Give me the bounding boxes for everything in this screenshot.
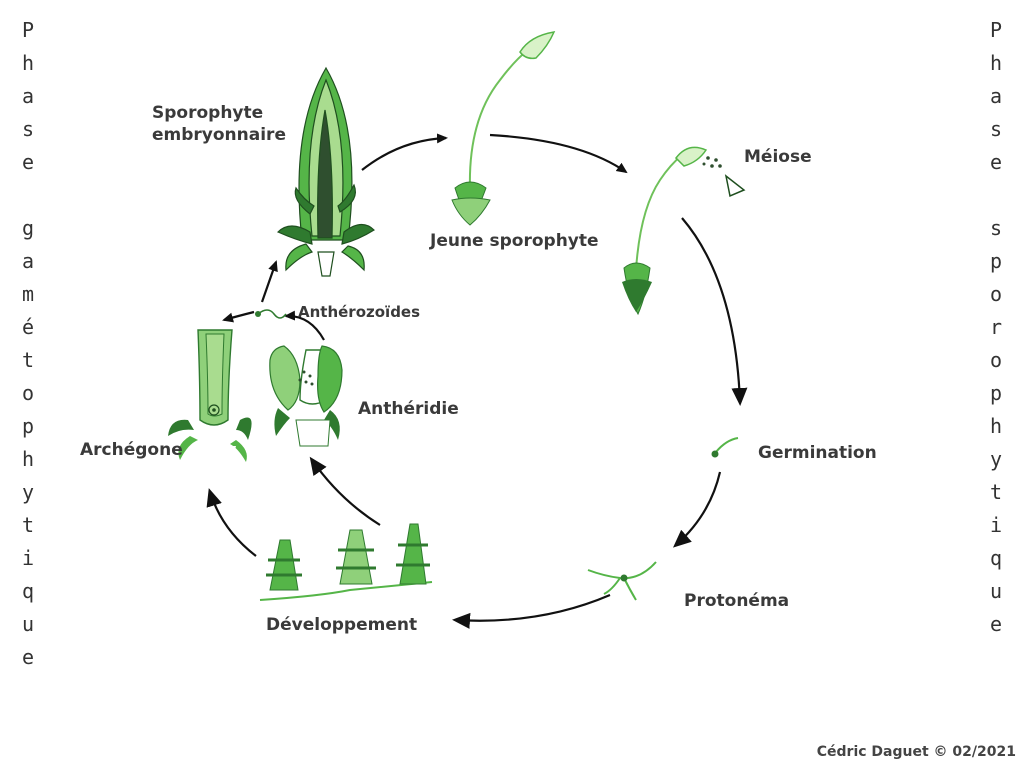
label-meiose: Méiose (744, 147, 812, 167)
vertical-letter: s (22, 117, 35, 141)
vertical-letter: e (990, 150, 1003, 174)
vertical-letter: m (22, 282, 35, 306)
vertical-letter: u (22, 612, 35, 636)
young-sporophyte-drawing (451, 31, 556, 226)
vertical-letter: p (990, 249, 1003, 273)
vertical-letter: t (22, 348, 35, 372)
label-developpement: Développement (266, 615, 418, 635)
label-sporophyte-l1: Sporophyte (152, 103, 264, 123)
protonema-drawing (587, 561, 657, 601)
sperm-dots (298, 370, 314, 386)
embryonic-sporophyte-drawing (276, 66, 375, 277)
vertical-letter: s (990, 117, 1003, 141)
label-protonema: Protonéma (684, 591, 790, 611)
vertical-letter: h (22, 51, 35, 75)
vertical-letter: o (22, 381, 35, 405)
spores-dots (702, 156, 722, 168)
arrow-germination-to-protonema (673, 471, 722, 548)
vertical-letter: P (990, 18, 1003, 42)
vertical-letter: r (990, 315, 1003, 339)
vertical-letter: i (22, 546, 35, 570)
vertical-letter: g (22, 216, 35, 240)
vertical-letter: e (22, 645, 35, 669)
label-sporophyte-embryonnaire: Sporophyte embryonnaire (152, 102, 286, 146)
arrow-protonema-to-development (452, 593, 611, 629)
label-germination: Germination (758, 443, 877, 463)
gametophore-3 (396, 523, 430, 585)
antheridium-drawing (269, 345, 343, 447)
gametophore-2 (336, 529, 376, 585)
vertical-letter: a (990, 84, 1003, 108)
vertical-letter: o (990, 282, 1003, 306)
archegonium-drawing (168, 329, 252, 462)
vertical-letter: y (990, 447, 1003, 471)
arrow-development-to-antheridie (309, 456, 381, 526)
vertical-letter: p (990, 381, 1003, 405)
cycle-arrows (206, 133, 748, 629)
vertical-letter: t (990, 480, 1003, 504)
vertical-letter: é (22, 315, 35, 339)
arrow-young-to-meiosis (489, 133, 628, 174)
vertical-letter: y (22, 480, 35, 504)
vertical-letter: h (990, 414, 1003, 438)
label-archegone: Archégone (80, 440, 183, 460)
vertical-letter: a (22, 84, 35, 108)
development-drawing (259, 523, 433, 601)
label-jeune-sporophyte: Jeune sporophyte (430, 231, 599, 251)
arrow-development-to-archegone (206, 488, 257, 557)
antherozoid-drawing (255, 309, 287, 319)
label-sporophyte-l2: embryonnaire (152, 125, 286, 145)
vertical-letter: h (990, 51, 1003, 75)
meiosis-sporophyte-drawing (622, 146, 746, 316)
arrow-antherozoides-to-archegone (222, 310, 255, 323)
arrow-antheridie-to-antherozoides (284, 310, 325, 341)
vertical-letter: a (22, 249, 35, 273)
vertical-letter: e (990, 612, 1003, 636)
label-antheridie: Anthéridie (358, 399, 459, 419)
germinating-spore-drawing (711, 437, 739, 458)
vertical-letter: e (22, 150, 35, 174)
arrow-meiosis-to-germination (681, 217, 748, 406)
vertical-letter: o (990, 348, 1003, 372)
vertical-letter: i (990, 513, 1003, 537)
vertical-letter: q (990, 546, 1003, 570)
author-credit: Cédric Daguet © 02/2021 (816, 744, 1016, 760)
vertical-letter: p (22, 414, 35, 438)
vertical-letter: s (990, 216, 1003, 240)
vertical-letter: t (22, 513, 35, 537)
arrow-embryo-to-young-sporophyte (361, 133, 448, 171)
gametophore-1 (266, 539, 302, 591)
vertical-letter: h (22, 447, 35, 471)
arrow-to-embryo (260, 260, 278, 303)
vertical-letter: P (22, 18, 35, 42)
vertical-letter: u (990, 579, 1003, 603)
vertical-letter: q (22, 579, 35, 603)
label-antherozoides: Anthérozoïdes (298, 303, 421, 321)
